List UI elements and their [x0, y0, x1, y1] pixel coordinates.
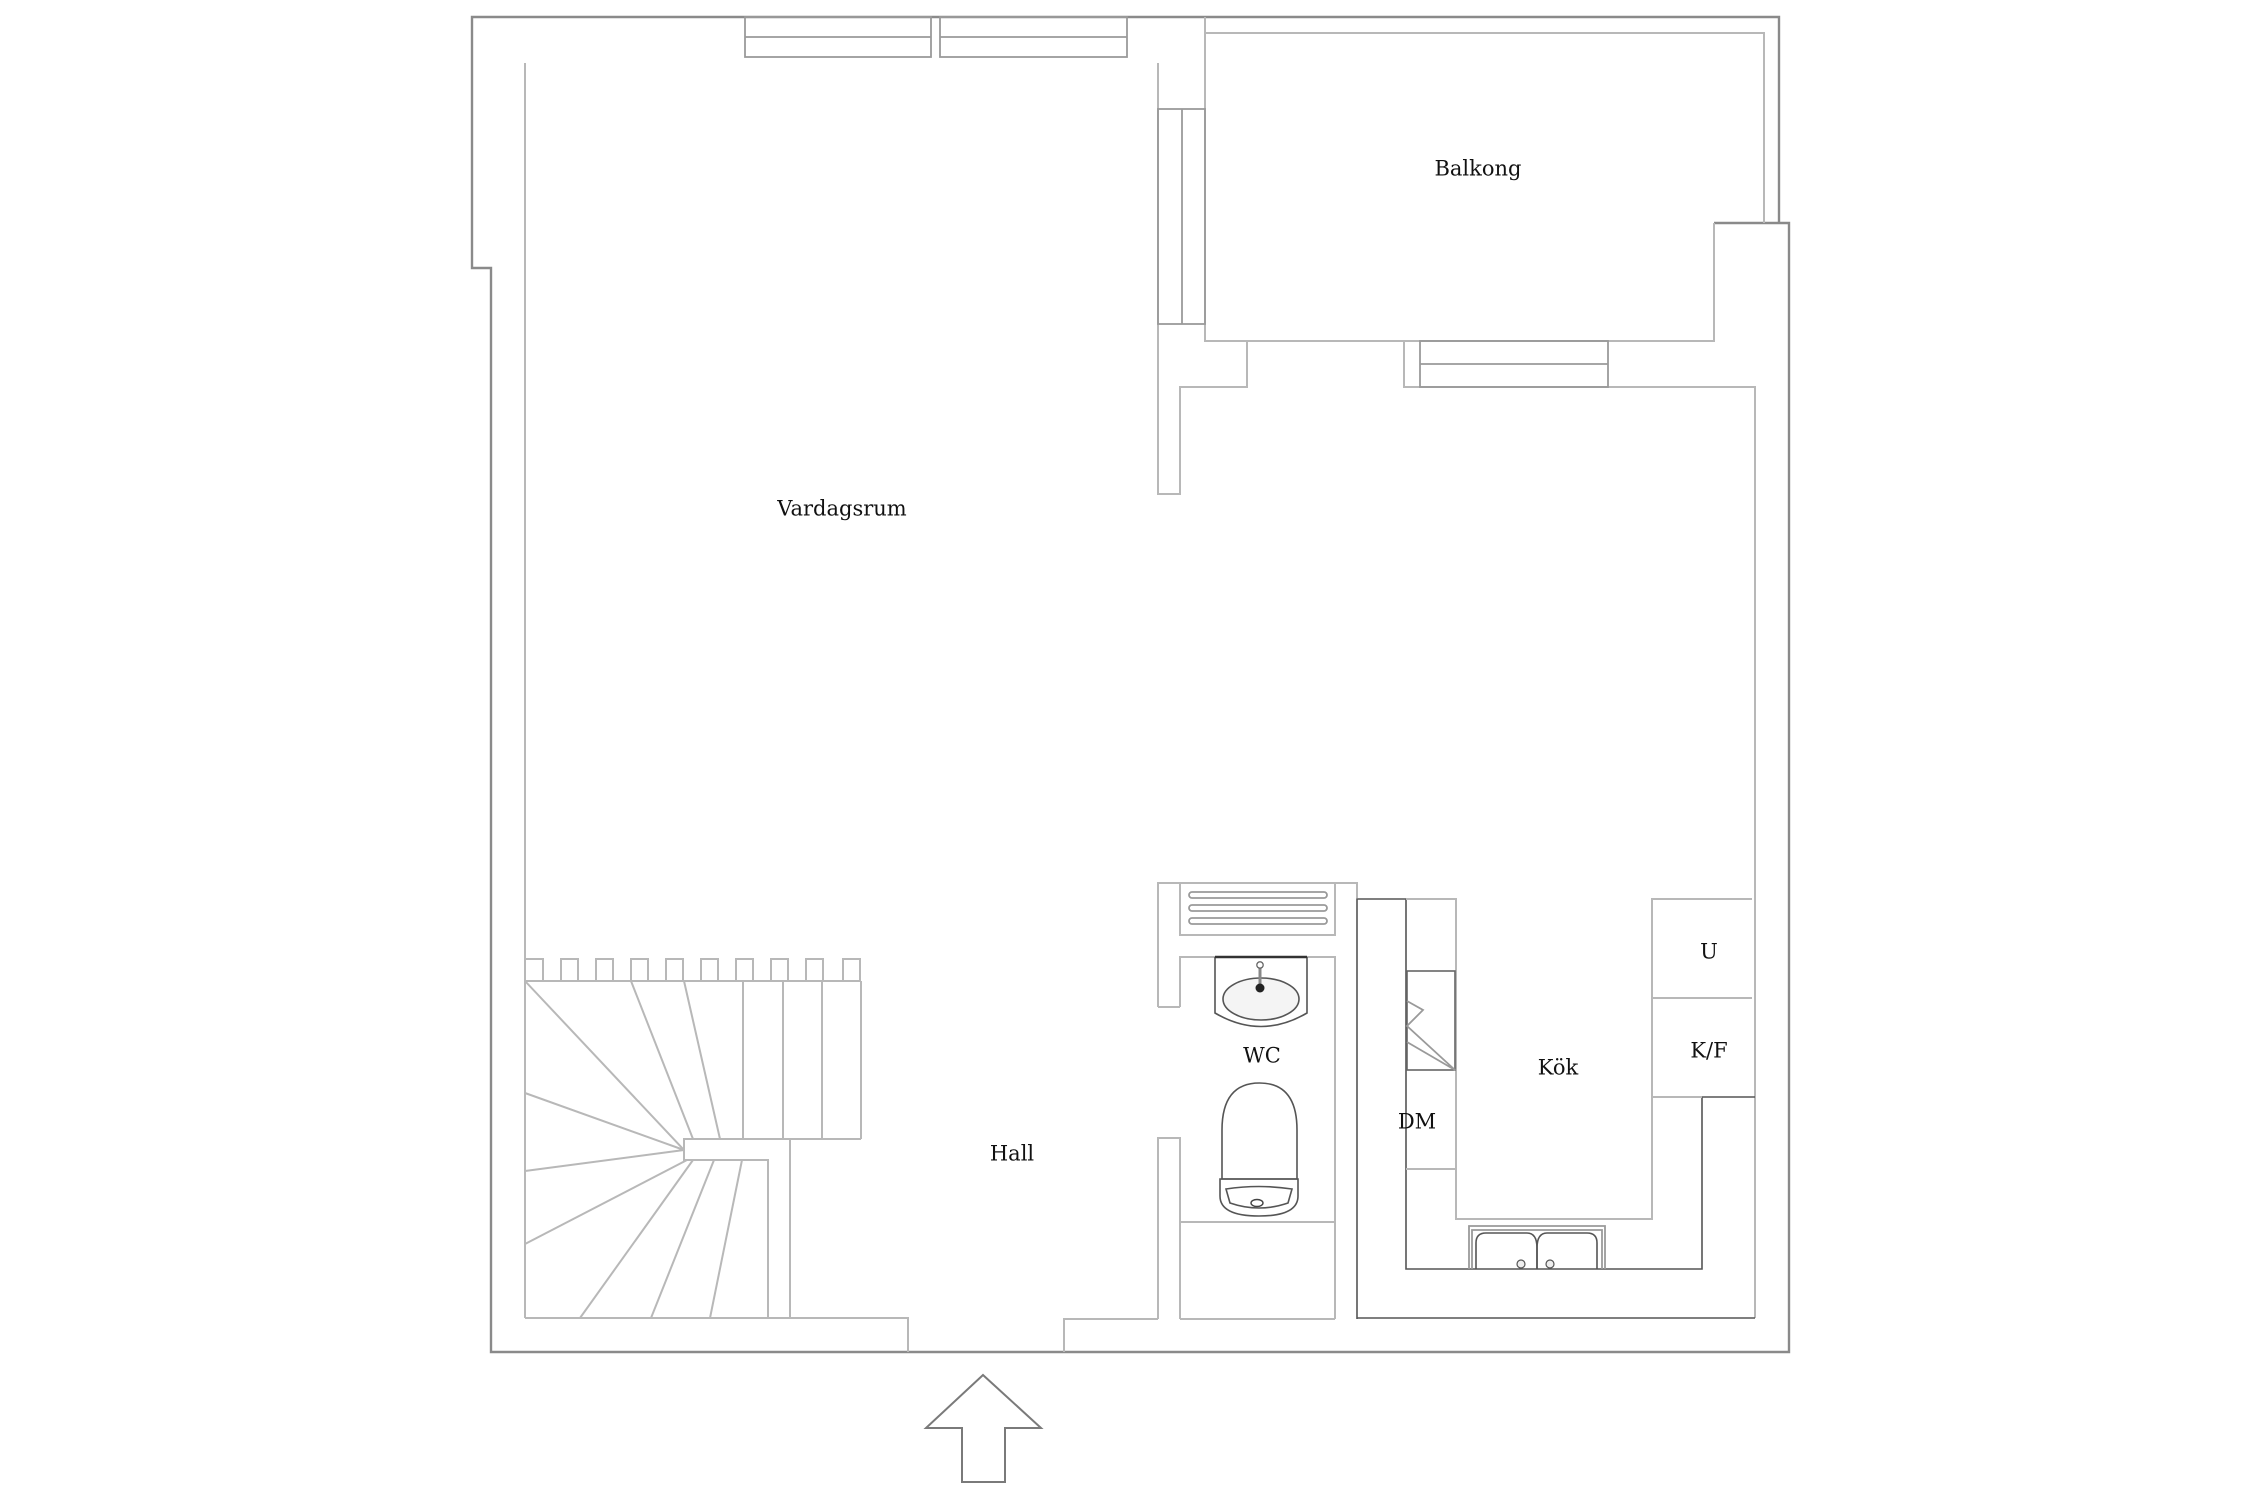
label-dm: DM — [1398, 1110, 1436, 1134]
kitchen — [1356, 898, 1755, 1319]
label-wc: WC — [1243, 1044, 1281, 1068]
outer-walls — [470, 15, 1791, 1354]
radiator-icon — [1188, 891, 1328, 925]
label-vardagsrum: Vardagsrum — [776, 497, 907, 521]
hall-walls — [525, 1317, 1158, 1352]
label-u: U — [1700, 940, 1718, 964]
toilet-icon — [1219, 1082, 1299, 1217]
label-kok: Kök — [1538, 1056, 1579, 1080]
balcony — [1157, 17, 1765, 1318]
staircase — [524, 958, 862, 1319]
label-kf: K/F — [1690, 1039, 1727, 1063]
label-hall: Hall — [990, 1142, 1035, 1166]
wc-room — [1157, 882, 1358, 1320]
living-room-walls — [524, 63, 1248, 959]
window-top-right — [939, 16, 1128, 58]
window-top-left — [744, 16, 932, 58]
dishwasher-icon — [1405, 970, 1456, 1071]
entrance-arrow-icon — [923, 1373, 1044, 1483]
double-sink-icon — [1468, 1225, 1606, 1269]
washbasin-icon — [1214, 955, 1308, 1028]
label-balkong: Balkong — [1434, 157, 1521, 181]
